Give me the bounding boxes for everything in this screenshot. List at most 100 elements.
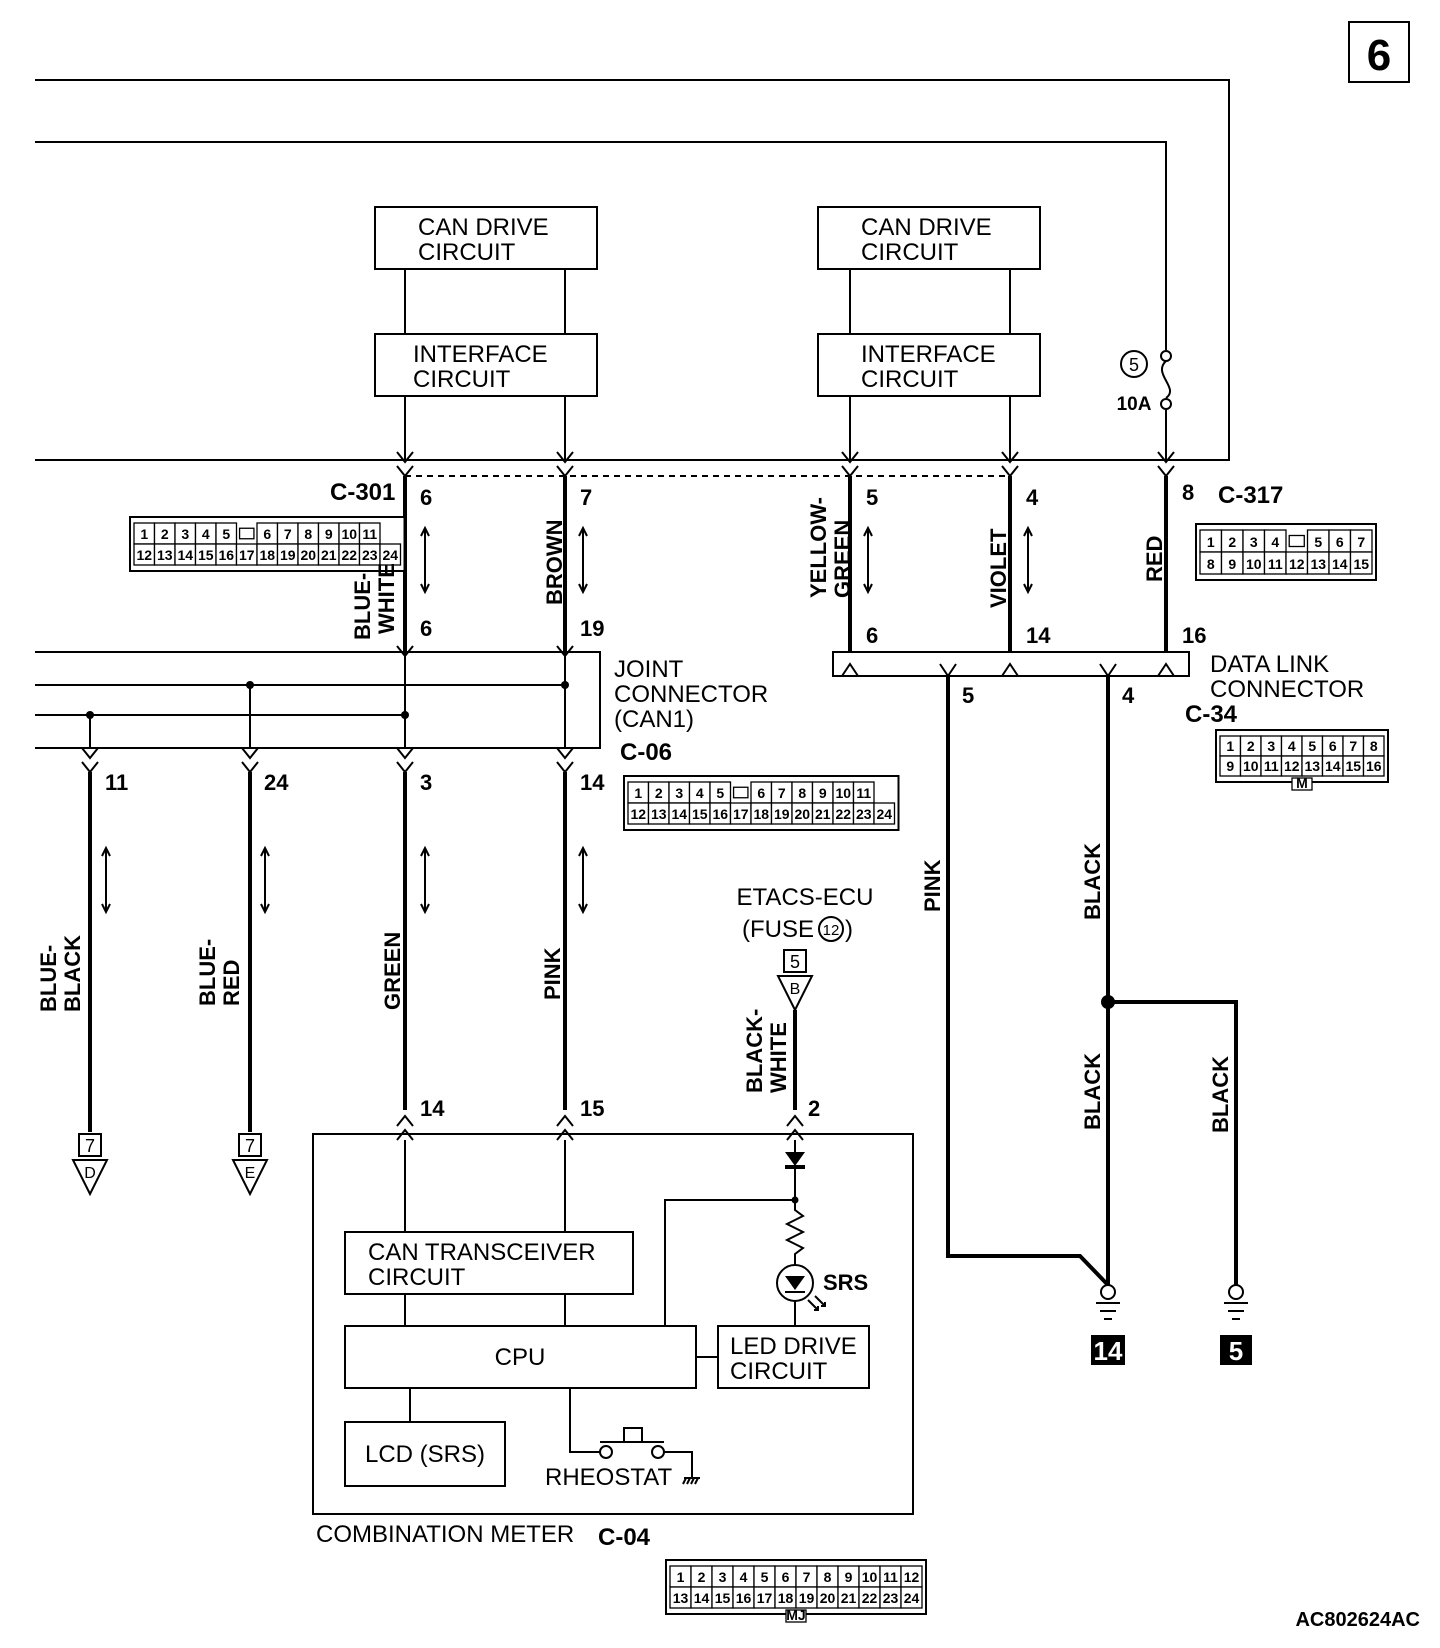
connector-pin-label: 4 — [202, 526, 210, 542]
wire-label-blue-black: BLUE- BLACK — [36, 935, 85, 1012]
connector-pin-label: 2 — [1247, 738, 1255, 754]
wire-label-red: RED — [1142, 536, 1167, 582]
wire-label-yellow-green: YELLOW- GREEN — [806, 497, 855, 598]
connector-pin-label: 2 — [698, 1569, 706, 1585]
connector-pin-label: 13 — [1304, 758, 1320, 774]
connector-pin-label: 9 — [1228, 556, 1236, 572]
connector-pin-label: 16 — [712, 806, 728, 822]
wire-label-black-1: BLACK — [1080, 843, 1105, 920]
connector-pin-label: 13 — [157, 547, 173, 563]
inline-fuse-rating: 10A — [1117, 394, 1152, 415]
connector-pin-label: 13 — [673, 1590, 689, 1606]
connector-mark: MJ — [786, 1607, 805, 1623]
etacs-ecu-source: ETACS-ECU (FUSE 12 ) 5 B — [737, 884, 873, 1013]
connector-pin-label: 8 — [304, 526, 312, 542]
pair-indicators — [101, 525, 1033, 915]
svg-text:BLACK-: BLACK- — [742, 1009, 767, 1093]
pin-c301-7: 7 — [580, 485, 592, 510]
figure-id: AC802624AC — [1295, 1609, 1420, 1631]
wire-label-green: GREEN — [380, 932, 405, 1010]
connector-pin-label: 7 — [778, 785, 786, 801]
connector-pin-label: 9 — [819, 785, 827, 801]
fuse-close-paren: ) — [845, 916, 853, 943]
connector-pin-label: 21 — [841, 1590, 857, 1606]
connector-pin-label: 1 — [1226, 738, 1234, 754]
connector-pin-label: 4 — [740, 1569, 748, 1585]
pin-c317-8: 8 — [1182, 480, 1194, 505]
connector-pin-label: 17 — [239, 547, 255, 563]
page-number-box: 6 — [1348, 21, 1410, 83]
pin-jc-14: 14 — [580, 770, 605, 795]
internal-lines-top — [404, 269, 1011, 460]
wire-label-brown: BROWN — [542, 519, 567, 605]
connector-c317-id: C-317 — [1218, 482, 1283, 509]
connector-pin-label: 11 — [856, 785, 871, 801]
connector-pin-label: 11 — [362, 526, 377, 542]
ground-14-label: 14 — [1094, 1336, 1123, 1366]
wire-label-blue-red: BLUE- RED — [195, 939, 244, 1006]
off-page-connector-e: 7 E — [231, 1133, 269, 1197]
connector-key — [1288, 534, 1305, 548]
pin-jc-19: 19 — [580, 616, 604, 641]
connector-pin-label: 19 — [799, 1590, 815, 1606]
connector-pin-label: 12 — [904, 1569, 920, 1585]
connector-pin-label: 7 — [1357, 534, 1365, 550]
connector-pin-label: 18 — [753, 806, 769, 822]
connector-pin-label: 21 — [321, 547, 337, 563]
connector-pin-label: 2 — [1228, 534, 1236, 550]
connector-pin-label: 11 — [1268, 556, 1283, 572]
connector-mark-box — [785, 1609, 807, 1623]
connector-pin-label: 10 — [835, 785, 851, 801]
connector-pin-label: 1 — [140, 526, 148, 542]
connector-c04-id: C-04 — [598, 1524, 651, 1551]
connector-pin-label: 11 — [1264, 758, 1279, 774]
rheostat-label: RHEOSTAT — [545, 1464, 672, 1491]
connector-key — [238, 527, 255, 540]
connector-pin-label: 4 — [1288, 738, 1296, 754]
connector-pin-label: 8 — [1207, 556, 1215, 572]
connector-pin-label: 10 — [1246, 556, 1262, 572]
svg-text:7: 7 — [245, 1136, 255, 1156]
srs-label: SRS — [823, 1270, 868, 1295]
connector-cell — [1349, 551, 1373, 575]
svg-text:D: D — [84, 1165, 96, 1182]
connector-pin-label: 15 — [198, 547, 214, 563]
jc-top-arrows — [396, 645, 574, 658]
wire-label-black-white: BLACK- WHITE — [742, 1009, 791, 1093]
pin-jc-11: 11 — [105, 770, 128, 795]
pin-c301-6: 6 — [420, 485, 432, 510]
connector-pin-label: 18 — [778, 1590, 794, 1606]
svg-text:BLUE-: BLUE- — [350, 573, 375, 640]
connector-pin-label: 18 — [259, 547, 275, 563]
connector-pin-label: 6 — [1329, 738, 1337, 754]
connector-pin-label: 13 — [651, 806, 667, 822]
connector-pin-label: 11 — [883, 1569, 898, 1585]
connector-pin-label: 1 — [677, 1569, 685, 1585]
svg-text:BLUE-: BLUE- — [36, 945, 61, 1012]
pin-c317-4: 4 — [1026, 485, 1039, 510]
connector-cell — [873, 802, 896, 825]
connector-pin-label: 16 — [218, 547, 234, 563]
connector-pin-label: 3 — [1267, 738, 1275, 754]
connector-pin-label: 20 — [794, 806, 810, 822]
connector-pin-label: 23 — [362, 547, 378, 563]
connector-c34-id: C-34 — [1185, 701, 1238, 728]
connector-pin-label: 3 — [181, 526, 189, 542]
connector-pin-label: 12 — [1289, 556, 1305, 572]
connector-pin-label: 5 — [761, 1569, 769, 1585]
connector-pin-label: 8 — [1370, 738, 1378, 754]
svg-text:RED: RED — [219, 960, 244, 1006]
